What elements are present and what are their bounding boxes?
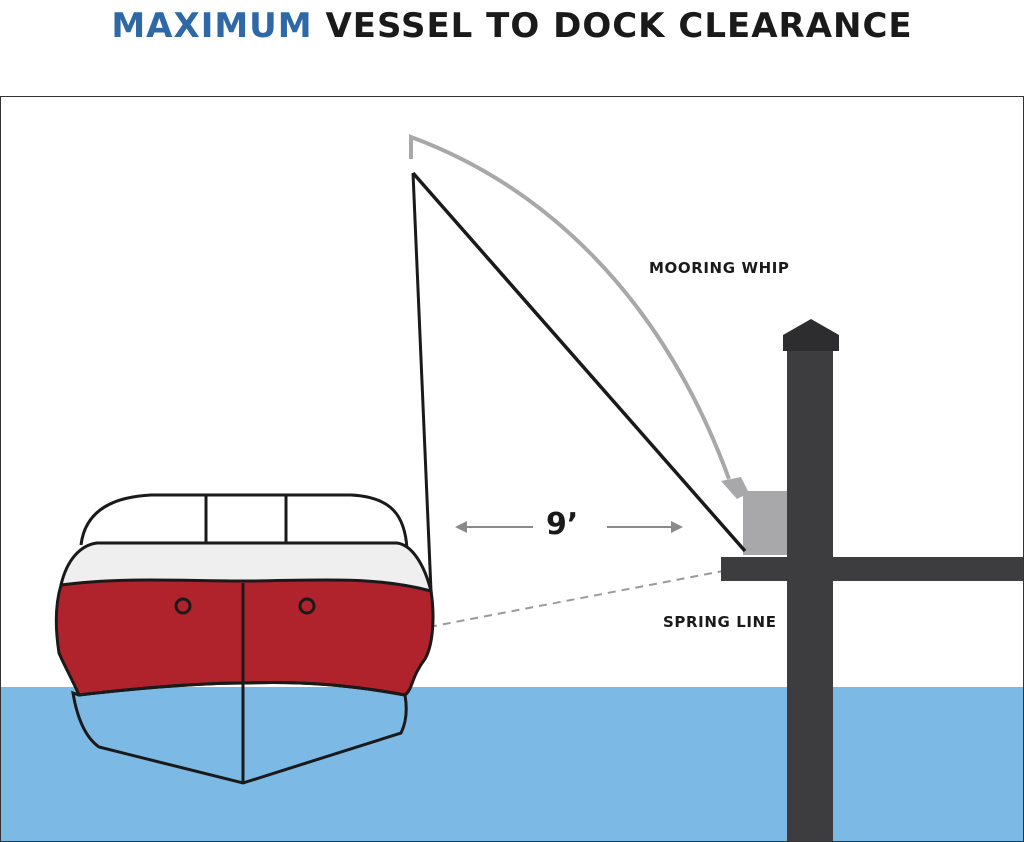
spring-line bbox=[428, 570, 724, 628]
mooring-whip-flexed bbox=[409, 134, 731, 480]
title-rest: VESSEL TO DOCK CLEARANCE bbox=[312, 6, 913, 46]
diagram-canvas bbox=[1, 134, 1023, 841]
whip-mount bbox=[721, 477, 787, 555]
title-accent: MAXIMUM bbox=[111, 6, 313, 46]
boat bbox=[54, 493, 435, 785]
boat-canopy bbox=[79, 493, 409, 550]
porthole-right bbox=[298, 597, 316, 615]
water bbox=[1, 687, 1023, 841]
boat-lower-hull bbox=[71, 681, 408, 785]
dock-beam bbox=[721, 557, 1023, 581]
dock-piling bbox=[721, 319, 1023, 841]
page-title: MAXIMUM VESSEL TO DOCK CLEARANCE bbox=[0, 6, 1024, 46]
mooring-whip bbox=[411, 171, 747, 553]
clearance-value: 9’ bbox=[546, 507, 579, 542]
diagram-frame: MOORING WHIP SPRING LINE 9’ bbox=[0, 96, 1024, 842]
piling-cap bbox=[783, 319, 839, 351]
spring-line-label: SPRING LINE bbox=[663, 613, 777, 631]
whip-line bbox=[411, 172, 433, 592]
mooring-whip-label: MOORING WHIP bbox=[649, 259, 790, 277]
boat-hull-band bbox=[54, 578, 435, 697]
arrowhead-left bbox=[455, 521, 467, 533]
arrowhead-right bbox=[671, 521, 683, 533]
piling-post bbox=[787, 347, 833, 841]
clearance-dimension bbox=[455, 521, 683, 533]
porthole-left bbox=[174, 597, 192, 615]
